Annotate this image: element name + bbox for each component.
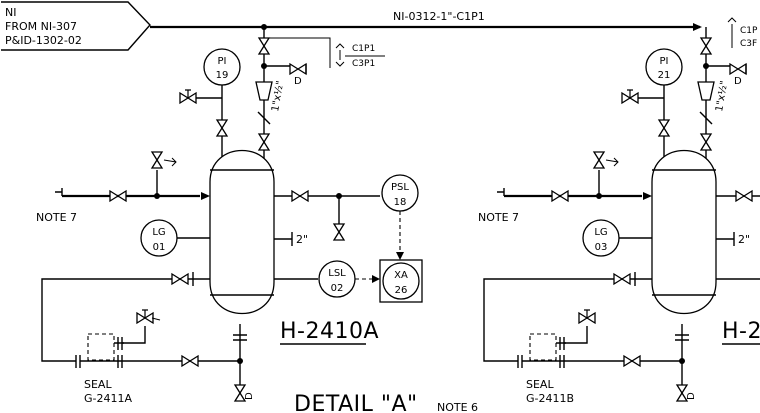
- top-drain-right: D: [734, 76, 742, 87]
- lg-num-left: 01: [153, 242, 166, 253]
- drain-left: D: [244, 392, 255, 400]
- seal-line2-left: G-2411A: [84, 392, 132, 405]
- pi-num-right: 21: [658, 70, 671, 81]
- note6-label: NOTE 6: [437, 401, 478, 413]
- seal-line1-right: SEAL: [526, 378, 554, 391]
- source-flag: NI FROM NI-307 P&ID-1302-02: [1, 1, 151, 51]
- pi-tag-left: PI: [218, 56, 227, 67]
- vessel-tag-left: H-2410A: [280, 319, 379, 344]
- xa-num-left: 26: [395, 285, 408, 296]
- note7-right: NOTE 7: [478, 211, 519, 224]
- seal-line1-left: SEAL: [84, 378, 112, 391]
- size-label-left: 2": [296, 233, 308, 246]
- header-line-label: NI-0312-1"-C1P1: [393, 10, 485, 23]
- vessel-tag-right: H-2: [722, 319, 760, 344]
- flag-line1: NI: [5, 6, 16, 19]
- spec-upper: C1P1: [352, 44, 375, 54]
- left-unit: C1P1 C3P1 D 1"x½" PI 19 NOTE 7: [36, 27, 423, 405]
- detail-title: DETAIL "A": [294, 392, 418, 413]
- drain-right: D: [686, 392, 697, 400]
- psl-tag-left: PSL: [391, 182, 409, 193]
- lsl-num-left: 02: [331, 283, 344, 294]
- lsl-tag-left: LSL: [328, 268, 346, 279]
- seal-line2-right: G-2411B: [526, 392, 574, 405]
- note7-left: NOTE 7: [36, 211, 77, 224]
- flag-line2: FROM NI-307: [5, 20, 77, 33]
- xa-tag-left: XA: [394, 270, 408, 281]
- reducer-left: 1"x½": [269, 80, 286, 113]
- top-drain-left: D: [294, 76, 302, 87]
- pi-num-left: 19: [216, 70, 229, 81]
- spec-upper-right: C1P: [740, 26, 758, 36]
- right-unit: C1P C3F D 1"x½" PI 21 NOTE 7 2" LG: [478, 17, 760, 405]
- flag-line3: P&ID-1302-02: [5, 34, 82, 47]
- spec-lower: C3P1: [352, 59, 375, 69]
- lg-tag-left: LG: [152, 227, 165, 238]
- psl-num-left: 18: [394, 197, 407, 208]
- size-label-right: 2": [738, 233, 750, 246]
- reducer-right: 1"x½": [713, 80, 730, 113]
- lg-num-right: 03: [595, 242, 608, 253]
- pi-tag-right: PI: [660, 56, 669, 67]
- lg-tag-right: LG: [594, 227, 607, 238]
- spec-lower-right: C3F: [740, 39, 757, 49]
- header-line: NI-0312-1"-C1P1: [150, 10, 702, 31]
